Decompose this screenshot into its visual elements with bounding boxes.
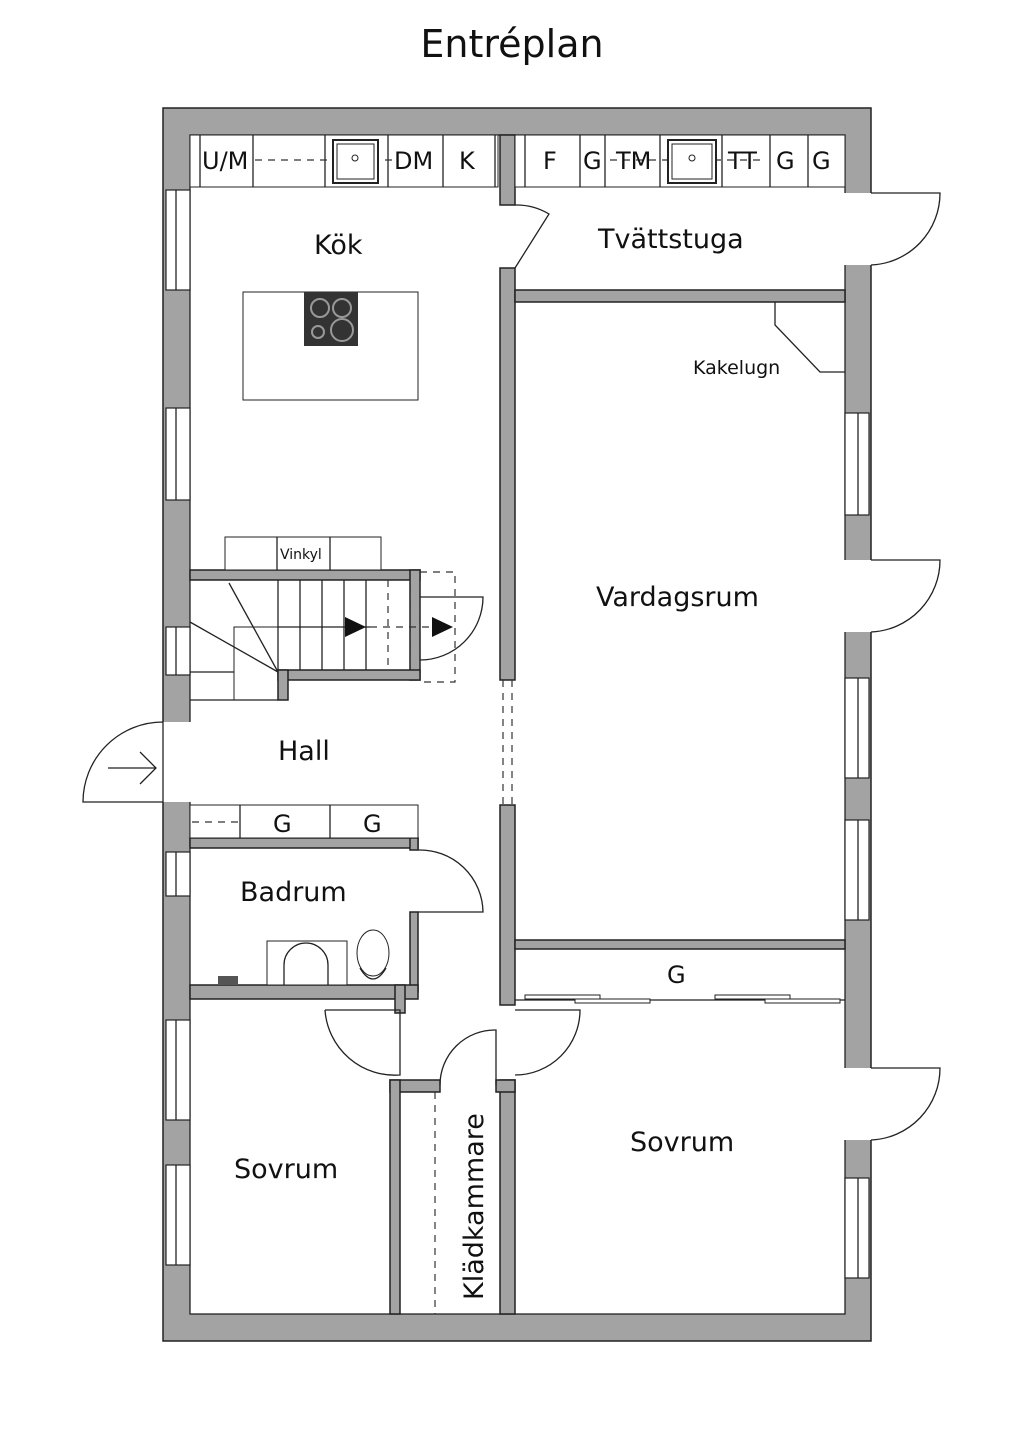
cabinet-g: G [776,147,795,175]
closet-g: G [363,810,382,838]
room-badrum: Badrum [240,877,347,908]
cabinet-g: G [583,147,602,175]
room-sovrum: Sovrum [234,1154,338,1185]
closet-g: G [273,810,292,838]
vinkyl-label: Vinkyl [280,547,322,563]
room-sovrum: Sovrum [630,1127,734,1158]
cabinet-g: G [812,147,831,175]
closet-g: G [667,961,686,989]
kitchen-island [242,291,419,401]
laundry-counter [514,134,846,188]
bathroom-fixtures [218,929,390,986]
wine-cooler-counter [224,536,382,571]
plan-title: Entréplan [420,22,604,66]
cabinet-k: K [459,147,476,175]
room-vardagsrum: Vardagsrum [596,582,759,613]
cabinet-um: U/M [202,147,248,175]
cabinet-f: F [543,147,557,175]
kitchen-counter [189,134,499,188]
hall-closet [189,804,419,839]
tile-stove [774,302,845,373]
windows [165,189,870,1279]
exterior-openings [161,193,873,1140]
room-kladkammare: Klädkammare [459,1113,490,1300]
kakelugn-label: Kakelugn [693,357,780,379]
cabinet-tt: TT [727,147,757,175]
staircase [189,571,484,701]
doors [82,192,941,1141]
room-tvattstuga: Tvättstuga [597,224,744,255]
room-hall: Hall [278,736,330,767]
cabinet-tm: TM [615,147,651,175]
cabinet-dm: DM [394,147,433,175]
room-kok: Kök [314,230,363,261]
